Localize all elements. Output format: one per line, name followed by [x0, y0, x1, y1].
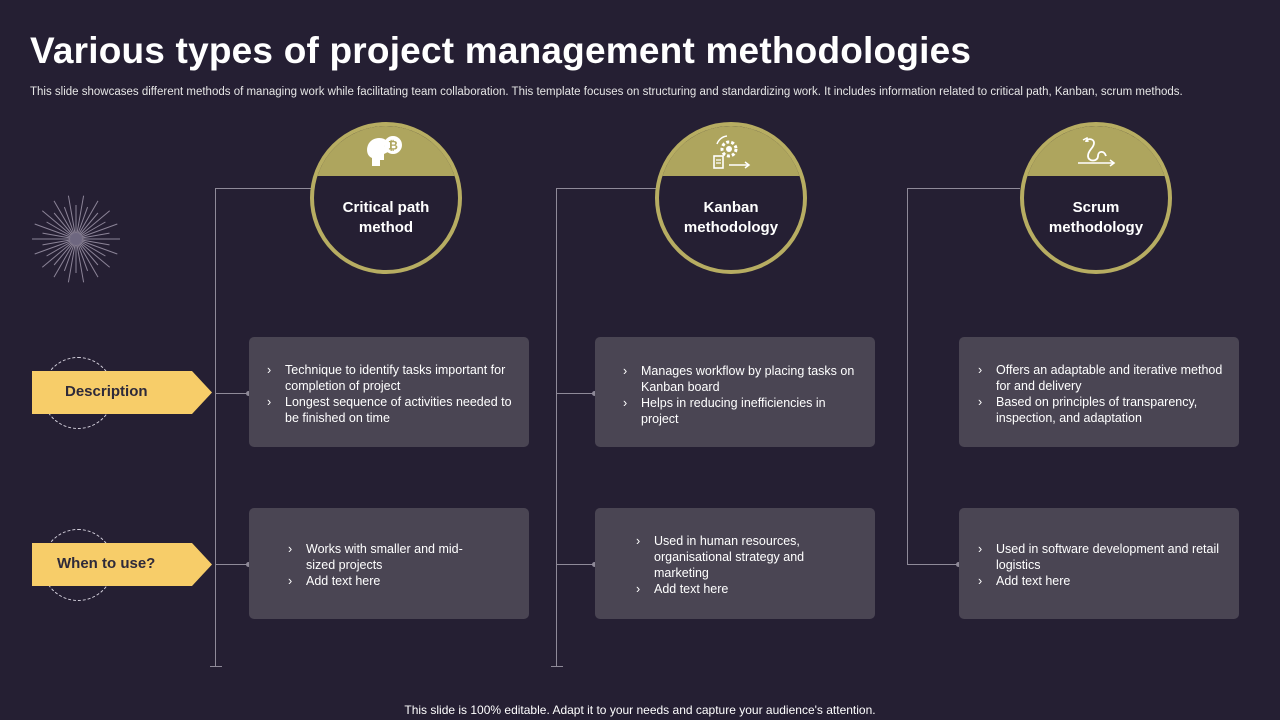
method-title: Kanban methodology — [665, 198, 797, 238]
connector-line — [215, 188, 216, 666]
list-item: Based on principles of transparency, ins… — [978, 394, 1223, 426]
starburst-decoration — [30, 193, 122, 285]
connector-line — [907, 188, 908, 565]
list-item: Longest sequence of activities needed to… — [267, 394, 517, 426]
method-circle-scrum: Scrum methodology — [1020, 122, 1172, 274]
description-card: Offers an adaptable and iterative method… — [959, 337, 1239, 447]
connector-line — [215, 564, 249, 565]
row-label-text: Description — [65, 383, 148, 400]
when-to-use-card: Used in software development and retail … — [959, 508, 1239, 619]
row-label-text: When to use? — [57, 555, 155, 572]
list-item: Add text here — [288, 573, 483, 589]
row-label-when-to-use: When to use? — [32, 543, 212, 586]
list-item: Manages workflow by placing tasks on Kan… — [623, 363, 863, 395]
method-circle-kanban: Kanban methodology — [655, 122, 807, 274]
method-circle-critical-path: ₿ Critical path method — [310, 122, 462, 274]
connector-line — [556, 393, 595, 394]
list-item: Used in human resources, organisational … — [636, 533, 831, 581]
description-card: Technique to identify tasks important fo… — [249, 337, 529, 447]
method-title: Critical path method — [320, 198, 452, 238]
when-to-use-card: Used in human resources, organisational … — [595, 508, 875, 619]
list-item: Offers an adaptable and iterative method… — [978, 362, 1223, 394]
connector-line — [907, 564, 959, 565]
list-item: Used in software development and retail … — [978, 541, 1228, 573]
list-item: Helps in reducing inefficiencies in proj… — [623, 395, 863, 427]
method-title: Scrum methodology — [1030, 198, 1162, 238]
svg-text:₿: ₿ — [388, 139, 398, 153]
row-label-description: Description — [32, 371, 212, 414]
head-bitcoin-icon: ₿ — [364, 132, 408, 170]
connector-line — [210, 666, 222, 667]
connector-line — [556, 188, 557, 666]
when-to-use-card: Works with smaller and mid-sized project… — [249, 508, 529, 619]
connector-line — [215, 393, 249, 394]
connector-line — [556, 188, 656, 189]
footer-note: This slide is 100% editable. Adapt it to… — [0, 703, 1280, 717]
list-item: Add text here — [978, 573, 1228, 589]
page-title: Various types of project management meth… — [30, 30, 971, 72]
connector-line — [907, 188, 1020, 189]
connector-line — [551, 666, 563, 667]
description-card: Manages workflow by placing tasks on Kan… — [595, 337, 875, 447]
connector-line — [215, 188, 312, 189]
connector-line — [556, 564, 595, 565]
list-item: Add text here — [636, 581, 831, 597]
document-gear-icon — [709, 132, 753, 170]
list-item: Technique to identify tasks important fo… — [267, 362, 517, 394]
list-item: Works with smaller and mid-sized project… — [288, 541, 483, 573]
page-subtitle: This slide showcases different methods o… — [30, 86, 1183, 98]
loop-arrow-icon — [1074, 132, 1118, 170]
